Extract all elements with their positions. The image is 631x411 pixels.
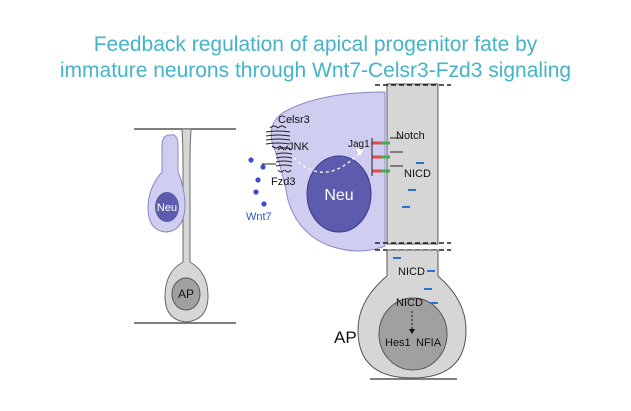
- celsr3-receptor-icon: [265, 130, 291, 145]
- jnk-signal-arrowhead: [356, 148, 364, 156]
- neuron-nucleus-large: [306, 155, 372, 233]
- jag1-notch-contacts: [371, 137, 403, 176]
- ap-label-large: AP: [334, 328, 357, 347]
- neu-label-large: Neu: [324, 187, 353, 204]
- nicd-label-nucleus: NICD: [396, 297, 423, 309]
- wnt7-label: Wnt7: [246, 211, 272, 223]
- wnt7-molecule: [248, 157, 254, 163]
- hes1-activation-arrowhead: [409, 329, 415, 334]
- neuron-nucleus-small: [155, 192, 179, 222]
- fzd3-receptor-loops: [277, 147, 292, 173]
- title-line-2: immature neurons through Wnt7-Celsr3-Fzd…: [59, 59, 572, 82]
- wnt7-molecule: [260, 164, 266, 170]
- jnk-signal-arrow: [293, 149, 363, 173]
- wnt7-molecule: [255, 177, 261, 183]
- ap-label-small: AP: [178, 287, 194, 301]
- nicd-label-fiber: NICD: [404, 168, 431, 180]
- fzd3-receptor-icon: [275, 152, 293, 167]
- hes1-label: Hes1: [385, 337, 411, 349]
- right-schematic: Neu Celsr3 Fzd3 JNK Wnt7: [246, 83, 467, 380]
- nfia-label: NFIA: [416, 337, 442, 349]
- wnt7-molecule: [261, 201, 267, 207]
- progenitor-nucleus-large: [378, 297, 448, 371]
- title-line-1: Feedback regulation of apical progenitor…: [93, 33, 538, 56]
- wnt7-molecule: [253, 189, 259, 195]
- celsr3-receptor-loops: [269, 125, 289, 149]
- progenitor-nucleus-small: [171, 277, 201, 311]
- jnk-label: JNK: [288, 141, 309, 153]
- nicd-label-body: NICD: [398, 266, 425, 278]
- neu-label-small: Neu: [157, 202, 177, 214]
- jag1-label: Jag1: [348, 139, 370, 150]
- progenitor-radial-fiber: [386, 83, 439, 245]
- fzd3-label: Fzd3: [271, 176, 295, 188]
- notch-label: Notch: [396, 130, 425, 142]
- celsr3-label: Celsr3: [278, 114, 310, 126]
- left-schematic: AP Neu: [134, 128, 236, 324]
